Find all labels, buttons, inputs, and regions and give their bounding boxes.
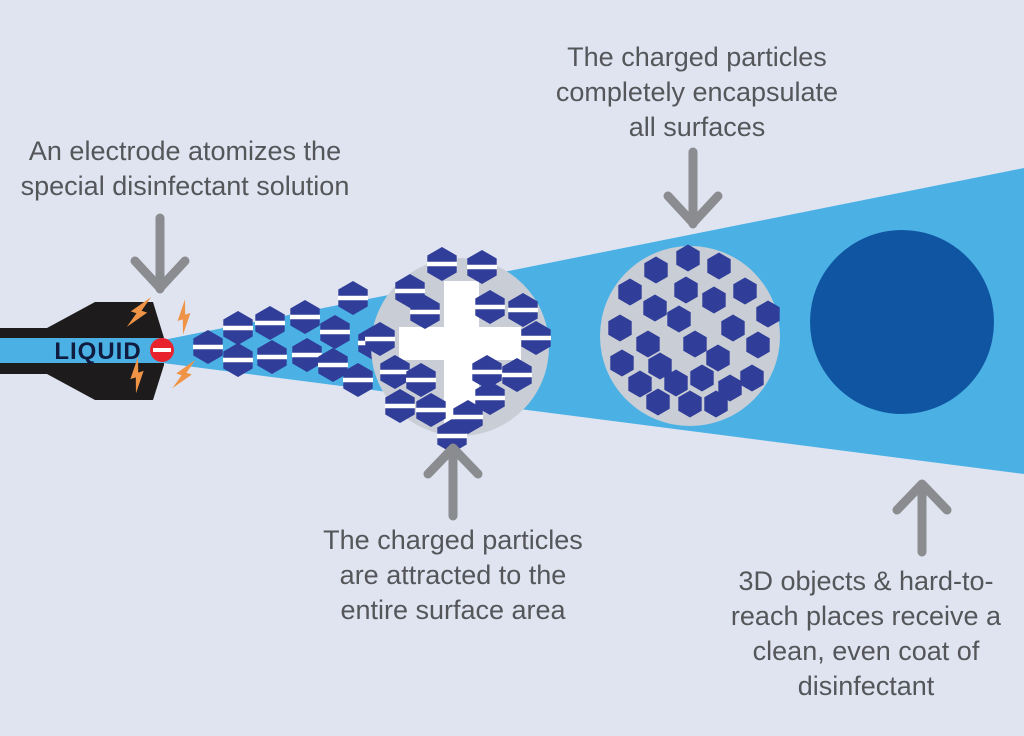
- particle-hexagon: [678, 390, 702, 418]
- particle-hexagon: [690, 364, 714, 392]
- spark-icon-top-right: [177, 299, 191, 335]
- caption-objects: 3D objects & hard-to- reach places recei…: [686, 564, 1024, 704]
- caption-line: clean, even coat of: [752, 636, 980, 666]
- plus-surface-icon: [399, 281, 521, 424]
- caption-line: entire surface area: [340, 595, 566, 625]
- liquid-channel: [0, 338, 164, 363]
- caption-line: reach places receive a: [730, 601, 1002, 631]
- particle-hexagon: [683, 330, 707, 358]
- caption-line: special disinfectant solution: [20, 171, 350, 201]
- particle-hexagon: [740, 364, 764, 392]
- flat-surface-particles: [365, 247, 551, 453]
- particle-hexagon: [608, 314, 632, 342]
- caption-line: The charged particles: [323, 525, 583, 555]
- spark-icon-bottom-right: [172, 359, 196, 389]
- particle-hexagon: [707, 252, 731, 280]
- spark-icon-bottom-left: [130, 356, 144, 394]
- arrow-down-encapsulate-icon: [663, 147, 723, 229]
- particle-hexagon: [610, 349, 634, 377]
- particle-hexagon: [674, 276, 698, 304]
- particle-hexagon: [746, 331, 770, 359]
- spark-icons: [126, 297, 196, 394]
- particle-hexagon: [756, 300, 780, 328]
- spark-icon-top-left: [126, 297, 152, 327]
- particle-hexagon: [648, 352, 672, 380]
- particle-hexagon: [646, 388, 670, 416]
- covered-surface-particles: [608, 244, 780, 418]
- surface-coated-circle: [810, 230, 994, 414]
- particle-hexagon: [644, 256, 668, 284]
- caption-line: The charged particles: [567, 42, 827, 72]
- particle-hexagon: [667, 305, 691, 333]
- caption-line: are attracted to the: [339, 560, 567, 590]
- particle-hexagon: [733, 277, 757, 305]
- arrow-up-objects-icon: [892, 479, 952, 557]
- caption-encapsulate: The charged particles completely encapsu…: [507, 40, 887, 145]
- arrow-up-attracted-icon: [423, 443, 483, 521]
- particle-hexagon: [702, 286, 726, 314]
- particle-hexagon: [643, 294, 667, 322]
- particle-hexagon: [721, 314, 745, 342]
- caption-line: An electrode atomizes the: [28, 136, 342, 166]
- particle-hexagon: [718, 374, 742, 402]
- particle-hexagon: [706, 344, 730, 372]
- caption-line: disinfectant: [797, 671, 935, 701]
- particle-hexagon: [618, 278, 642, 306]
- caption-attracted: The charged particles are attracted to t…: [273, 523, 633, 628]
- particle-hexagon: [676, 244, 700, 272]
- caption-line: all surfaces: [628, 112, 766, 142]
- caption-line: completely encapsulate: [555, 77, 839, 107]
- caption-electrode: An electrode atomizes the special disinf…: [5, 134, 365, 204]
- particle-hexagon: [704, 390, 728, 418]
- caption-line: 3D objects & hard-to-: [738, 566, 994, 596]
- arrow-down-electrode-icon: [130, 213, 190, 294]
- particle-hexagon: [636, 330, 660, 358]
- particle-hexagon: [664, 369, 688, 397]
- spray-cone: [163, 168, 1024, 474]
- liquid-label: LIQUID: [54, 338, 141, 365]
- particle-hexagon: [628, 370, 652, 398]
